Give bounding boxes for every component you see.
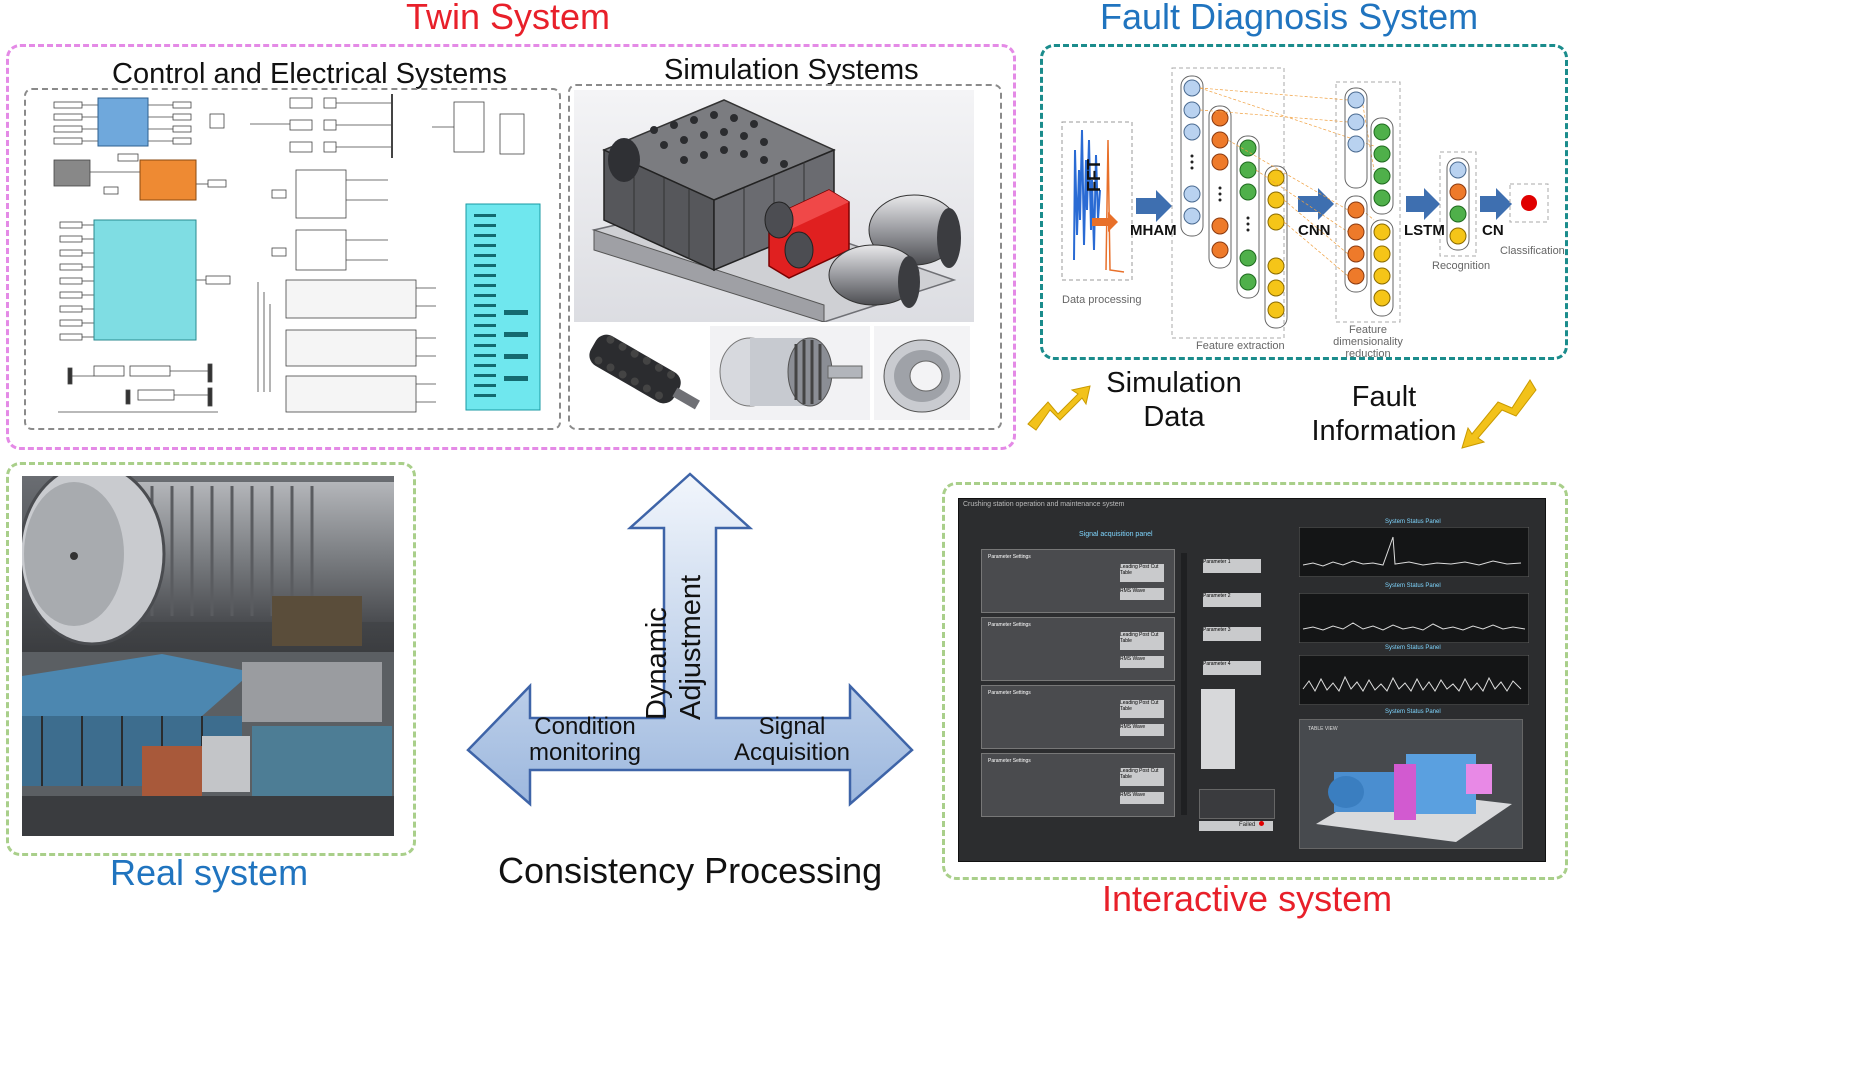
dynamic-adjustment-label: Dynamic Adjustment	[641, 574, 707, 720]
cn-label: CN	[1482, 222, 1504, 239]
signal-acquisition-label: Signal Acquisition	[733, 713, 851, 766]
parameter-button-3[interactable]: Parameter 3	[1203, 627, 1261, 641]
simulation-data-label: Simulation Data	[1106, 367, 1242, 433]
consistency-arrows	[466, 472, 914, 807]
leading-button-3[interactable]: Leading Post Cut Table	[1120, 700, 1164, 718]
leading-button-4[interactable]: Leading Post Cut Table	[1120, 768, 1164, 786]
interactive-system-title: Interactive system	[1102, 878, 1393, 919]
roller-part	[589, 334, 700, 410]
settings-panel-2[interactable]: Parameter Settings Leading Post Cut Tabl…	[981, 617, 1175, 681]
rms-button-2[interactable]: RMS Wave	[1120, 656, 1164, 668]
parameter-table	[1201, 689, 1235, 769]
fault-information-arrow	[1461, 379, 1537, 449]
leading-button-2[interactable]: Leading Post Cut Table	[1120, 632, 1164, 650]
status-panel-title-3: System Status Panel	[1385, 645, 1441, 651]
settings-panel-4[interactable]: Parameter Settings Leading Post Cut Tabl…	[981, 753, 1175, 817]
parameter-button-1[interactable]: Parameter 1	[1203, 559, 1261, 573]
simulation-frame	[568, 84, 1002, 430]
leading-button-1[interactable]: Leading Post Cut Table	[1120, 564, 1164, 582]
bearing-part	[874, 326, 970, 420]
diagnosis-network-diagram	[1061, 67, 1549, 339]
fault-information-label: Fault Information	[1311, 381, 1457, 447]
fft-label: FFT	[1084, 159, 1104, 192]
fault-diagnosis-frame	[1040, 44, 1568, 360]
interactive-system-frame	[942, 482, 1568, 880]
feature-reduction-label: Feature dimensionality reduction	[1333, 324, 1403, 360]
rms-button-4[interactable]: RMS Wave	[1120, 792, 1164, 804]
simulation-systems-label: Simulation Systems	[664, 54, 919, 86]
model-view-label: TABLE VIEW	[1308, 726, 1338, 732]
waveform-chart-2	[1299, 593, 1529, 643]
parameter-button-4[interactable]: Parameter 4	[1203, 661, 1261, 675]
simulation-data-arrow	[1027, 385, 1091, 431]
mham-label: MHAM	[1130, 222, 1177, 239]
waveform-chart-3	[1299, 655, 1529, 705]
app-title-bar: Crushing station operation and maintenan…	[963, 501, 1125, 508]
twin-system-title: Twin System	[406, 0, 611, 37]
feature-extraction-label: Feature extraction	[1196, 340, 1285, 352]
waveform-chart-1	[1299, 527, 1529, 577]
param-settings-title-1: Parameter Settings	[988, 554, 1031, 560]
lstm-label: LSTM	[1404, 222, 1445, 239]
param-settings-title-3: Parameter Settings	[988, 690, 1031, 696]
motor-rotor-part	[710, 326, 870, 420]
simulink-block-diagram	[53, 94, 541, 413]
control-diagram-frame	[24, 88, 561, 430]
failed-indicator: Failed	[1199, 821, 1273, 831]
real-system-photo	[22, 476, 394, 836]
fault-diagnosis-title: Fault Diagnosis System	[1100, 0, 1479, 37]
param-settings-title-4: Parameter Settings	[988, 758, 1031, 764]
settings-panel-1[interactable]: Parameter Settings Leading Post Cut Tabl…	[981, 549, 1175, 613]
status-led-icon	[1259, 821, 1265, 826]
real-system-title: Real system	[110, 852, 309, 893]
recognition-label: Recognition	[1432, 260, 1491, 272]
acquisition-panel-title: Signal acquisition panel	[1079, 531, 1153, 538]
cnn-label: CNN	[1298, 222, 1331, 239]
param-settings-title-2: Parameter Settings	[988, 622, 1031, 628]
rms-button-1[interactable]: RMS Wave	[1120, 588, 1164, 600]
failed-label: Failed	[1239, 822, 1256, 828]
settings-panel-3[interactable]: Parameter Settings Leading Post Cut Tabl…	[981, 685, 1175, 749]
real-system-frame	[6, 462, 416, 856]
settings-scrollbar[interactable]	[1181, 553, 1187, 815]
status-panel-title-1: System Status Panel	[1385, 519, 1441, 525]
control-systems-label: Control and Electrical Systems	[112, 58, 507, 90]
model-view-panel: TABLE VIEW	[1299, 719, 1523, 849]
data-processing-label: Data processing	[1062, 294, 1142, 306]
consistency-processing-label: Consistency Processing	[498, 850, 883, 891]
crusher-3d-model	[574, 90, 974, 322]
crusher-model-render	[1316, 754, 1512, 842]
status-panel-title-2: System Status Panel	[1385, 583, 1441, 589]
condition-monitoring-label: Condition monitoring	[528, 713, 642, 766]
interactive-app-window: Crushing station operation and maintenan…	[958, 498, 1546, 862]
rms-button-3[interactable]: RMS Wave	[1120, 724, 1164, 736]
parameter-button-2[interactable]: Parameter 2	[1203, 593, 1261, 607]
status-panel-title-4: System Status Panel	[1385, 709, 1441, 715]
twin-system-frame	[6, 44, 1016, 450]
status-readout	[1199, 789, 1275, 819]
classification-label: Classification	[1500, 245, 1565, 257]
